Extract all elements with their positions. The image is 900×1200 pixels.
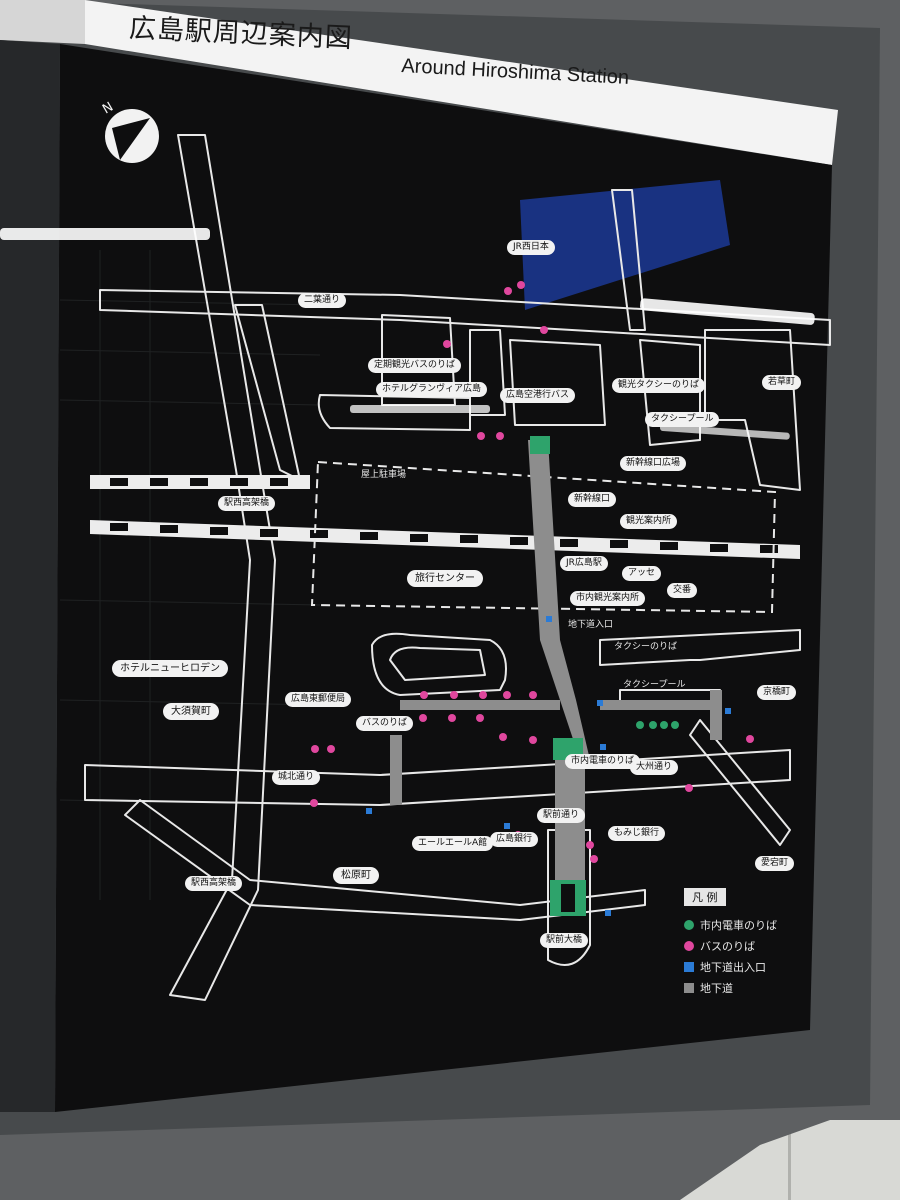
label-hotel-granvia: ホテルグランヴィア広島	[376, 382, 488, 397]
legend-item: 地下道出入口	[684, 959, 777, 975]
label-hiroshima-bank: 広島銀行	[490, 832, 539, 847]
label-kyobashi: 京橋町	[757, 685, 797, 700]
label-el-el: エールエールA館	[412, 836, 494, 851]
label-travel-agency: 旅行センター	[407, 570, 483, 587]
label-matsubara: 松原町	[333, 867, 379, 884]
label-johoku: 城北通り	[272, 770, 321, 785]
underground-passage-icon	[684, 983, 694, 993]
label-jr-west: JR西日本	[507, 240, 555, 255]
tram-icon	[684, 920, 694, 930]
label-ekinishi-bridge-bottom: 駅西高架橋	[185, 876, 243, 891]
underground-entrance-icon	[684, 962, 694, 972]
legend-title: 凡 例	[684, 888, 726, 906]
label-shinkansen-gate: 新幹線口広場	[620, 456, 687, 471]
label-momiji-bank: もみじ銀行	[608, 826, 666, 841]
bus-icon	[684, 941, 694, 951]
station-outline	[310, 460, 777, 614]
label-city-info: 市内観光案内所	[570, 591, 646, 606]
label-atago: 愛宕町	[755, 856, 795, 871]
label-post-office: 広島東郵便局	[285, 692, 352, 707]
label-underground-entrance: 地下道入口	[568, 620, 614, 630]
label-koban: 交番	[667, 583, 698, 598]
label-hotel-new-hiroden: ホテルニューヒロデン	[112, 660, 228, 677]
legend-item: 地下道	[684, 980, 777, 996]
label-sightseeing-bus: 定期観光バスのりば	[368, 358, 462, 373]
label-shinkansen-exit: 新幹線口	[568, 492, 617, 507]
label-wakakusa: 若草町	[762, 375, 802, 390]
label-airport-bus: 広島空港行バス	[500, 388, 576, 403]
label-taxi-stand-north: 観光タクシーのりば	[612, 378, 706, 393]
label-rooftop-parking: 屋上駐車場	[361, 470, 407, 480]
label-osu-dori: 大州通り	[630, 760, 679, 775]
legend-item: バスのりば	[684, 938, 777, 954]
bus-stop-markers	[310, 281, 754, 863]
map-legend: 凡 例 市内電車のりば バスのりば 地下道出入口 地下道	[684, 888, 777, 1001]
railway-tracks	[90, 475, 800, 559]
label-ekimae-ohashi: 駅前大橋	[540, 933, 589, 948]
title-band	[85, 0, 838, 165]
label-asse: アッセ	[622, 566, 662, 581]
label-ekimae: 駅前通り	[537, 808, 586, 823]
label-futaba: 二葉通り	[298, 293, 347, 308]
label-ekinishi-bridge-top: 駅西高架橋	[218, 496, 276, 511]
label-travel-center: 観光案内所	[620, 514, 678, 529]
road-network	[84, 134, 831, 1001]
label-bus-stop: バスのりば	[356, 716, 414, 731]
label-taxi-pool: タクシープール	[623, 680, 686, 690]
label-taxi-stand: タクシーのりば	[614, 642, 678, 652]
legend-item: 市内電車のりば	[684, 917, 777, 933]
label-taxi-pool-north: タクシープール	[645, 412, 720, 427]
tram-stop-dots	[636, 721, 679, 729]
underground-entrances	[366, 616, 731, 916]
label-jr-hiroshima: JR広島駅	[560, 556, 608, 571]
label-osuga: 大須賀町	[163, 703, 219, 720]
label-tram-stop: 市内電車のりば	[565, 754, 641, 769]
